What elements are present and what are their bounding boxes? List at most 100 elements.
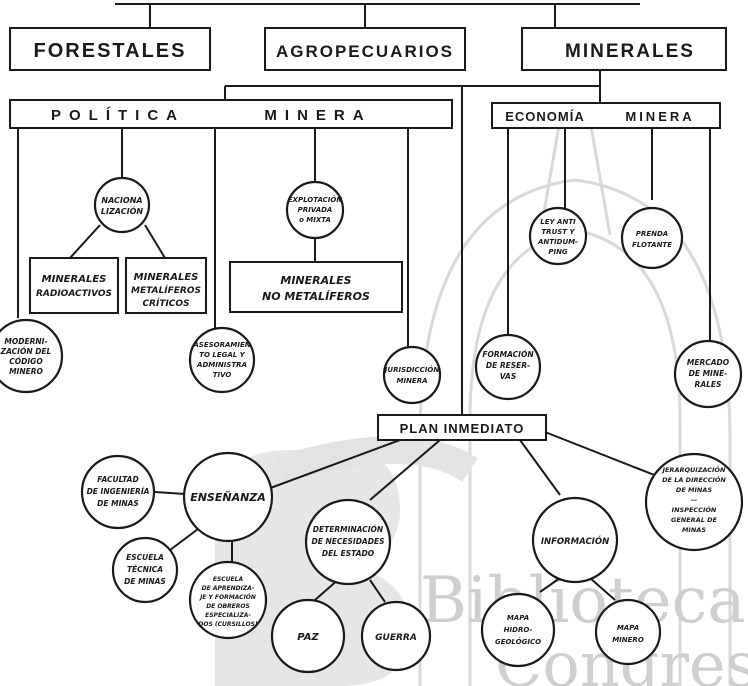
radioactivos-line1: MINERALES xyxy=(42,274,107,285)
modernizacion-line3: CÓDIGO xyxy=(9,357,43,366)
jerarquizacion-node: JERARQUIZACIÓN DE LA DIRECCIÓN DE MINAS … xyxy=(644,452,744,552)
explotacion-node: EXPLOTACIÓN PRIVADA o MIXTA xyxy=(285,180,345,240)
ley-antitrust-line2: TRUST Y xyxy=(541,228,575,236)
metaliferos-line3: CRÍTICOS xyxy=(142,297,189,309)
mercado-minerales-node: MERCADO DE MINE- RALES xyxy=(673,339,743,409)
escuela-aprendizaje-line3: JE Y FORMACIÓN xyxy=(199,594,256,601)
modernizacion-node: MODERNI- ZACIÓN DEL CÓDIGO MINERO xyxy=(0,318,64,394)
plan-inmediato-box: PLAN INMEDIATO xyxy=(377,414,547,441)
jerarquizacion-line1: JERARQUIZACIÓN xyxy=(661,465,726,474)
forestales-box: FORESTALES xyxy=(9,27,211,71)
escuela-tecnica-line1: ESCUELA xyxy=(126,553,164,562)
jurisdiccion-line1: JURISDICCIÓN xyxy=(383,365,440,374)
economia-title-right: MINERA xyxy=(625,109,694,124)
ley-antitrust-line4: PING xyxy=(548,248,568,256)
escuela-aprendizaje-line6: DOS (CURSILLOS) xyxy=(198,621,258,628)
asesoramiento-line2: TO LEGAL Y xyxy=(199,351,245,359)
formacion-line2: DE RESER- xyxy=(486,361,530,370)
modernizacion-line4: MINERO xyxy=(9,367,43,376)
no-metaliferos-line1: MINERALES xyxy=(280,274,351,287)
paz-node: PAZ xyxy=(270,598,346,674)
ley-antitrust-line3: ANTIDUM- xyxy=(537,238,578,246)
ensenanza-node: ENSEÑANZA xyxy=(182,451,274,543)
minerales-box: MINERALES xyxy=(521,27,727,71)
escuela-tecnica-node: ESCUELA TÉCNICA DE MINAS xyxy=(111,536,179,604)
no-metaliferos-line2: NO METALÍFEROS xyxy=(262,290,370,303)
modernizacion-line1: MODERNI- xyxy=(4,337,47,346)
mapa-minero-node: MAPA MINERO xyxy=(594,598,662,666)
escuela-tecnica-line3: DE MINAS xyxy=(124,577,166,586)
determinacion-line2: DE NECESIDADES xyxy=(312,537,385,546)
jerarquizacion-line3: DE MINAS xyxy=(676,486,712,494)
escuela-aprendizaje-line5: ESPECIALIZA- xyxy=(205,612,251,619)
prenda-line1: PRENDA xyxy=(636,230,668,238)
minerales-label: MINERALES xyxy=(565,41,695,62)
escuela-aprendizaje-line2: DE APRENDIZA- xyxy=(202,585,255,592)
determinacion-line3: DEL ESTADO xyxy=(322,549,375,558)
escuela-aprendizaje-line4: DE OBREROS xyxy=(206,603,250,610)
escuela-aprendizaje-line1: ESCUELA xyxy=(213,576,244,583)
mapa-minero-line1: MAPA xyxy=(617,624,639,632)
nacionalizacion-line2: LIZACIÓN xyxy=(101,205,143,216)
no-metaliferos-box: MINERALES NO METALÍFEROS xyxy=(229,261,403,313)
ley-antitrust-line1: LEY ANTI xyxy=(540,218,576,226)
mapa-hidro-line1: MAPA xyxy=(507,614,529,622)
facultad-line2: DE INGENIERÍA xyxy=(87,487,150,496)
mercado-line1: MERCADO xyxy=(687,358,730,367)
economia-minera-box: ECONOMÍA MINERA xyxy=(491,102,721,129)
jerarquizacion-line6: GENERAL DE xyxy=(671,516,717,524)
asesoramiento-node: ASESORAMIEN TO LEGAL Y ADMINISTRA TIVO xyxy=(188,326,256,394)
guerra-label: GUERRA xyxy=(375,633,417,643)
informacion-label: INFORMACIÓN xyxy=(541,535,609,547)
paz-label: PAZ xyxy=(297,632,319,643)
guerra-node: GUERRA xyxy=(360,600,432,672)
politica-minera-box: POLÍTICA MINERA xyxy=(9,99,453,129)
mapa-hidro-line2: HIDRO- xyxy=(504,626,533,634)
nacionalizacion-node: NACIONA LIZACIÓN xyxy=(93,176,151,234)
mapa-minero-line2: MINERO xyxy=(612,636,644,644)
determinacion-line1: DETERMINACIÓN xyxy=(313,525,384,534)
forestales-label: FORESTALES xyxy=(34,40,187,62)
politica-title-right: MINERA xyxy=(264,107,371,124)
jerarquizacion-line2: DE LA DIRECCIÓN xyxy=(662,475,726,484)
radioactivos-line2: RADIOACTIVOS xyxy=(36,289,112,299)
ley-antitrust-node: LEY ANTI TRUST Y ANTIDUM- PING xyxy=(528,206,588,266)
mercado-line2: DE MINE- xyxy=(689,369,728,378)
politica-title-left: POLÍTICA xyxy=(51,107,185,124)
prenda-flotante-node: PRENDA FLOTANTE xyxy=(620,206,684,270)
metaliferos-criticos-box: MINERALES METALÍFEROS CRÍTICOS xyxy=(125,257,207,314)
facultad-line1: FACULTAD xyxy=(97,475,138,484)
plan-inmediato-label: PLAN INMEDIATO xyxy=(400,421,525,436)
nacionalizacion-line1: NACIONA xyxy=(101,196,142,205)
explotacion-line3: o MIXTA xyxy=(299,216,331,224)
explotacion-line2: PRIVADA xyxy=(298,206,333,214)
jurisdiccion-line2: MINERA xyxy=(396,377,427,385)
metaliferos-line1: MINERALES xyxy=(134,272,199,283)
informacion-node: INFORMACIÓN xyxy=(531,496,619,584)
escuela-tecnica-line2: TÉCNICA xyxy=(127,565,163,574)
determinacion-node: DETERMINACIÓN DE NECESIDADES DEL ESTADO xyxy=(304,498,392,586)
formacion-reservas-node: FORMACIÓN DE RESER- VAS xyxy=(474,333,542,401)
formacion-line3: VAS xyxy=(500,372,517,381)
modernizacion-line2: ZACIÓN DEL xyxy=(0,347,52,356)
radioactivos-box: MINERALES RADIOACTIVOS xyxy=(29,257,119,314)
metaliferos-line2: METALÍFEROS xyxy=(131,284,201,296)
ensenanza-label: ENSEÑANZA xyxy=(190,491,266,504)
agropecuarios-label: AGROPECUARIOS xyxy=(276,42,454,61)
facultad-line3: DE MINAS xyxy=(97,499,139,508)
facultad-node: FACULTAD DE INGENIERÍA DE MINAS xyxy=(80,454,156,530)
asesoramiento-line4: TIVO xyxy=(213,371,232,379)
jerarquizacion-line7: MINAS xyxy=(682,526,706,534)
mapa-hidrogeologico-node: MAPA HIDRO- GEOLÓGICO xyxy=(480,592,556,668)
formacion-line1: FORMACIÓN xyxy=(482,350,534,359)
asesoramiento-line1: ASESORAMIEN xyxy=(192,341,250,349)
prenda-line2: FLOTANTE xyxy=(632,241,672,249)
jerarquizacion-line4: — xyxy=(691,496,698,504)
jurisdiccion-node: JURISDICCIÓN MINERA xyxy=(383,345,442,405)
escuela-aprendizaje-node: ESCUELA DE APRENDIZA- JE Y FORMACIÓN DE … xyxy=(188,560,268,640)
explotacion-line1: EXPLOTACIÓN xyxy=(288,195,343,204)
jerarquizacion-line5: INSPECCIÓN xyxy=(672,505,717,514)
mapa-hidro-line3: GEOLÓGICO xyxy=(495,637,541,646)
agropecuarios-box: AGROPECUARIOS xyxy=(264,27,466,71)
